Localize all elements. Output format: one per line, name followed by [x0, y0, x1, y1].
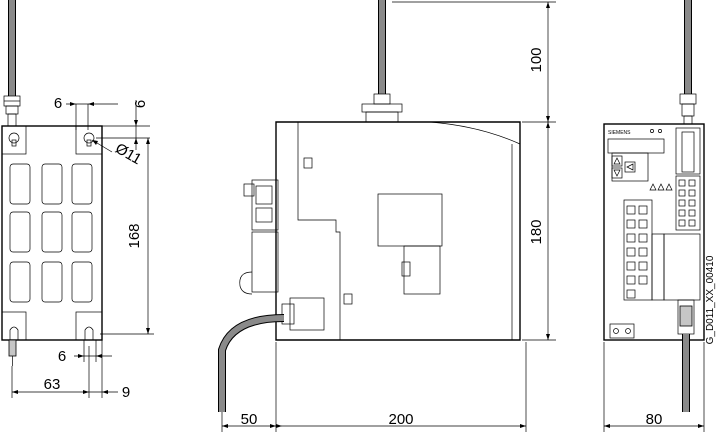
back-plate	[1, 125, 103, 341]
dim-hole-spacing-horizontal: 63	[44, 376, 61, 393]
down-key	[611, 167, 623, 179]
dim-cable-clearance-front: 50	[241, 411, 258, 428]
dim-hole-spacing-vertical: 168	[126, 223, 143, 248]
dim-edge-offset: 9	[122, 384, 130, 401]
enter-key	[624, 161, 636, 173]
front-view: SIEMENS	[603, 0, 716, 432]
dim-hole-offset-right: 6	[132, 100, 149, 108]
dim-hole-diameter: Ø11	[112, 140, 144, 168]
front-panel	[603, 123, 705, 341]
dim-cable-clearance-top: 100	[528, 47, 545, 72]
side-view: 100 180 50 200	[218, 0, 556, 432]
housing-side	[275, 121, 521, 341]
mounting-hole-top-left	[8, 132, 20, 147]
dim-depth: 200	[388, 411, 413, 428]
brand-logo: SIEMENS	[608, 130, 631, 136]
vent-slots	[9, 163, 93, 303]
dim-width: 80	[646, 411, 663, 428]
dim-height: 180	[528, 219, 545, 244]
dim-hole-offset-bottom: 6	[58, 348, 66, 365]
drawing-reference: G_D011_XX_00410	[705, 255, 716, 344]
up-key	[611, 155, 623, 167]
rear-mounting-view: 6 6 Ø11 168 6 63 9	[1, 0, 154, 401]
mounting-hole-top-right	[83, 132, 95, 147]
dim-hole-offset-top: 6	[54, 95, 62, 112]
